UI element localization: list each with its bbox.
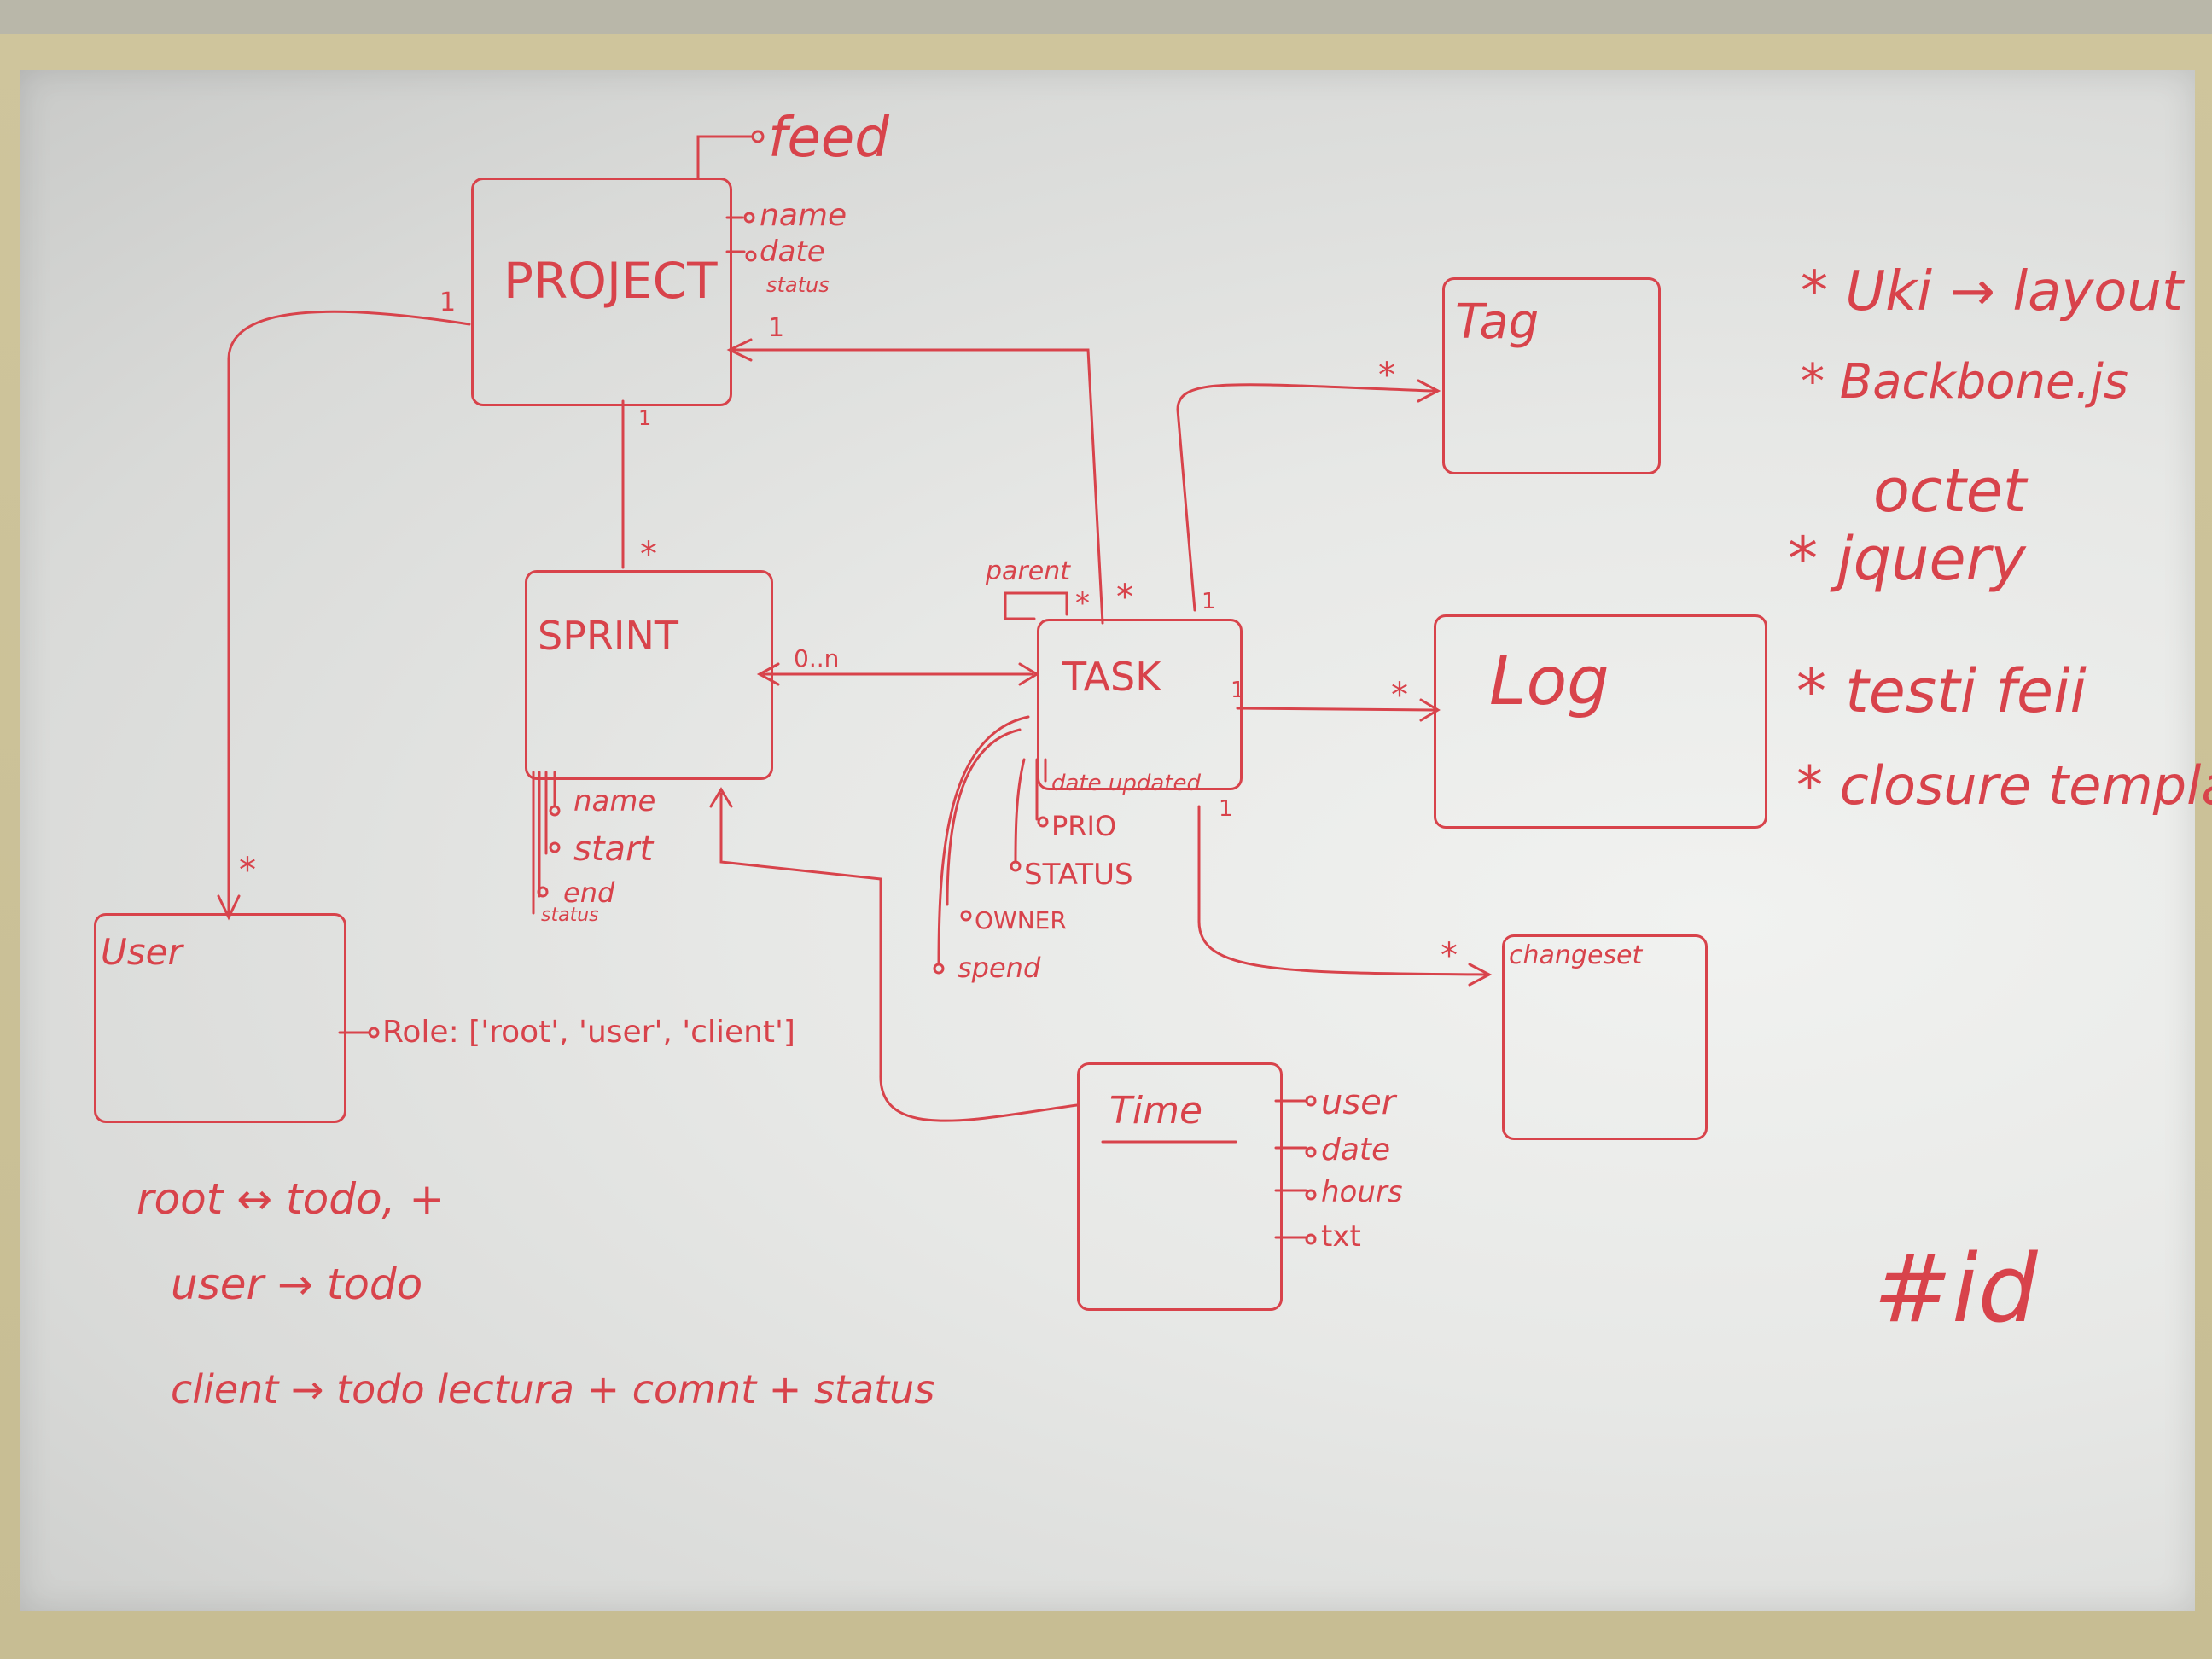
note-client: client → todo lectura + comnt + status <box>171 1366 935 1412</box>
tech-item: * jquery <box>1788 524 2026 594</box>
entity-box-task <box>1037 619 1243 790</box>
cardinality-project-user-one: 1 <box>439 288 457 317</box>
tech-item: * Uki → layout <box>1801 260 2184 323</box>
attr-task-parent: parent <box>986 556 1070 586</box>
connector-project-user <box>227 310 471 915</box>
connector-task-tag <box>1176 383 1435 612</box>
cardinality-tag-many: * <box>1378 356 1395 395</box>
entity-label-changeset: changeset <box>1509 940 1643 970</box>
whiteboard-surface <box>20 70 2195 1611</box>
cardinality-task-log-one: 1 <box>1231 678 1245 703</box>
attr-user-role: Role: ['root', 'user', 'client'] <box>382 1015 795 1050</box>
connector-time-sprint <box>719 792 1079 1122</box>
connector-task-parent <box>1004 591 1068 620</box>
cardinality-task-project-many: * <box>1116 578 1133 617</box>
attr-task-owner: OWNER <box>975 906 1067 934</box>
cardinality-log-many: * <box>1391 676 1408 715</box>
connector-task-project <box>732 348 1104 625</box>
attr-sprint-name: name <box>573 784 656 818</box>
note-root: root ↔ todo, + <box>137 1174 445 1224</box>
cardinality-project-sprint-many: * <box>640 535 657 574</box>
entity-box-log <box>1434 614 1767 829</box>
id-note: #id <box>1873 1234 2038 1343</box>
attr-task-prio: PRIO <box>1051 810 1117 842</box>
tech-item: * closure templates <box>1796 754 2212 817</box>
sprint-attr-stems <box>532 771 556 915</box>
entity-label-sprint: SPRINT <box>538 613 678 659</box>
entity-box-project <box>471 178 732 406</box>
attr-dot <box>751 130 765 143</box>
attr-time-txt: txt <box>1321 1220 1361 1254</box>
cardinality-task-project-one: 1 <box>768 313 785 343</box>
attr-task-status: STATUS <box>1024 858 1133 892</box>
cardinality-task-parent-many: * <box>1075 586 1090 620</box>
entity-label-log: Log <box>1489 643 1610 720</box>
cardinality-user-many: * <box>239 851 256 890</box>
attr-dot <box>743 212 755 224</box>
entity-box-tag <box>1442 277 1661 474</box>
entity-box-time <box>1077 1062 1283 1311</box>
cardinality-task-tag-one: 1 <box>1202 589 1216 614</box>
entity-label-user: User <box>101 931 183 973</box>
entity-label-task: TASK <box>1062 654 1161 700</box>
tech-item: * testi feii <box>1796 656 2087 726</box>
attr-time-user: user <box>1321 1083 1396 1122</box>
attr-task-spend: spend <box>958 952 1041 984</box>
entity-box-sprint <box>525 570 773 780</box>
connector-task-changeset <box>1197 805 1487 976</box>
note-user: user → todo <box>171 1260 423 1309</box>
entity-label-project: PROJECT <box>504 252 718 310</box>
attr-project-feed: feed <box>768 107 889 170</box>
cardinality-sprint-task: 0..n <box>794 644 840 672</box>
cardinality-project-sprint-one: 1 <box>638 406 652 430</box>
tech-item: * Backbone.js <box>1801 354 2129 410</box>
attr-dot <box>745 250 757 262</box>
attr-sprint-end: end <box>563 876 615 909</box>
attr-project-date: date <box>760 235 825 269</box>
cardinality-task-changeset-one: 1 <box>1219 796 1233 822</box>
entity-label-time: Time <box>1109 1089 1203 1132</box>
attr-project-name: name <box>760 198 847 233</box>
attr-time-hours: hours <box>1321 1175 1403 1209</box>
cardinality-changeset-many: * <box>1441 936 1458 975</box>
time-attr-stems <box>1274 1099 1307 1239</box>
entity-label-tag: Tag <box>1455 294 1540 350</box>
tech-item: octet <box>1873 456 2027 526</box>
attr-time-date: date <box>1321 1132 1391 1167</box>
entity-box-user <box>94 913 346 1123</box>
task-attr-stems <box>937 715 1047 966</box>
connector-project-feed <box>696 135 753 179</box>
entity-box-changeset <box>1502 934 1708 1140</box>
attr-sprint-status: status <box>541 905 599 926</box>
attr-project-status: status <box>766 273 830 297</box>
attr-sprint-start: start <box>573 830 654 869</box>
attr-task-date-updated: date updated <box>1051 771 1202 796</box>
connector-task-log <box>1236 707 1435 712</box>
